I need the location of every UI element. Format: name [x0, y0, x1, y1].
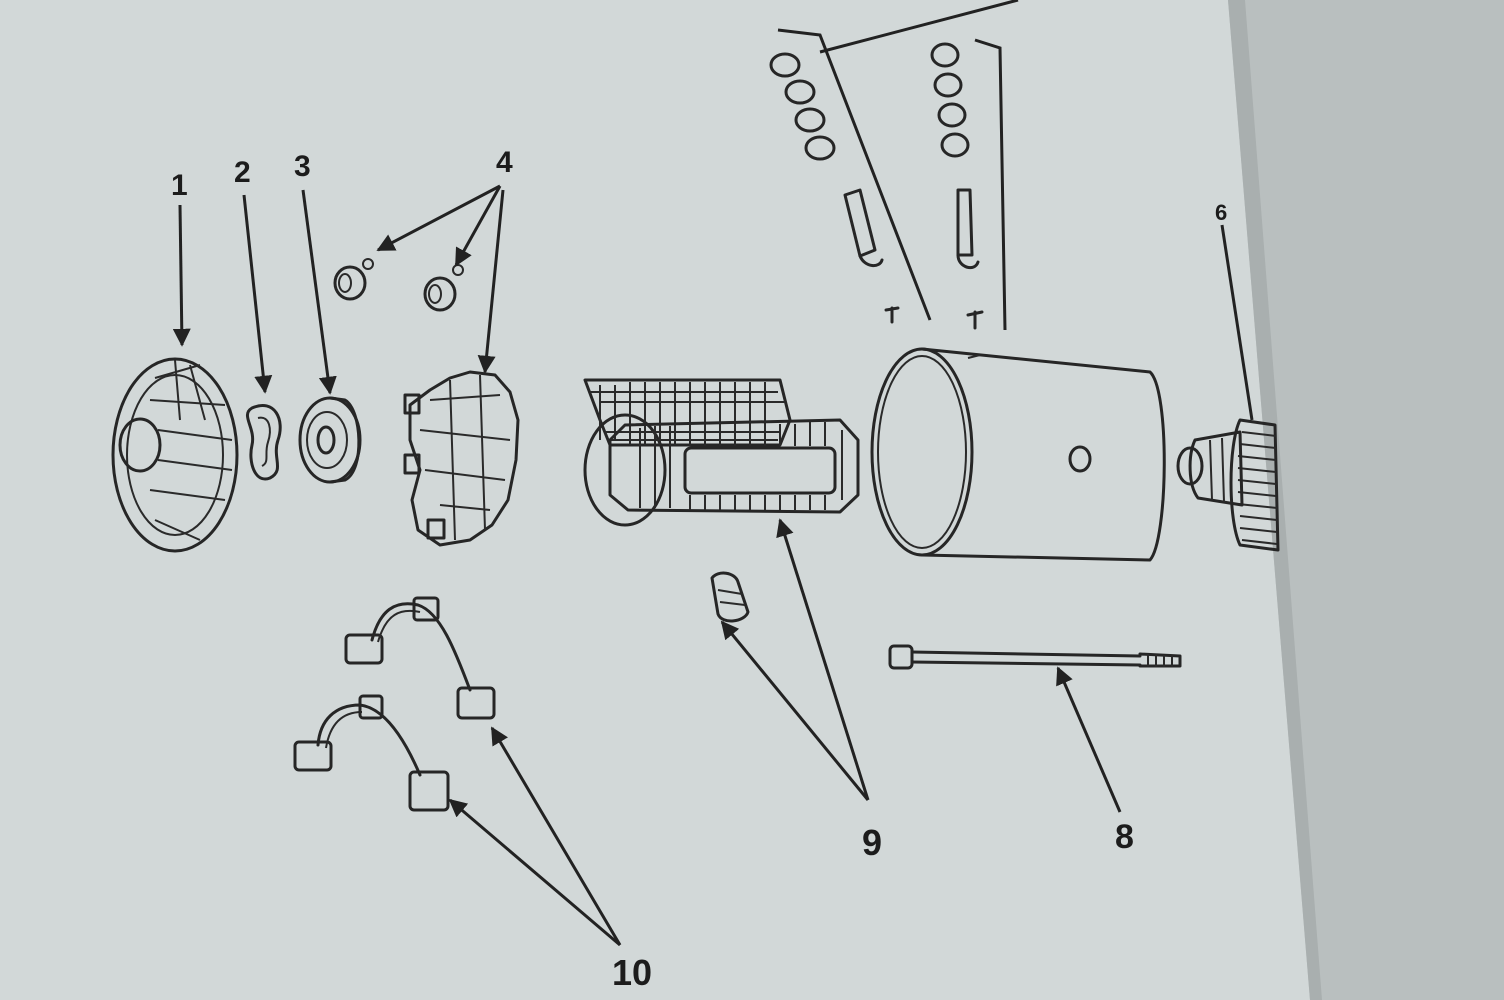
terminal-hardware-set-left	[769, 28, 932, 324]
motor-housing	[870, 347, 1166, 562]
brush-holder	[403, 370, 520, 547]
field-coils	[583, 378, 860, 527]
callout-8: 8	[1115, 818, 1134, 856]
leader-lines	[172, 0, 1254, 947]
ball-bearing	[298, 396, 362, 484]
seal-ring-inner	[257, 416, 271, 467]
through-bolt	[888, 644, 1182, 670]
callout-2: 2	[234, 156, 251, 189]
callout-10: 10	[612, 952, 652, 993]
terminal-hardware-set-right	[930, 38, 1007, 331]
brush-lead-upper	[344, 596, 496, 720]
seal-ring	[246, 404, 282, 481]
clip-small-2	[423, 264, 464, 312]
brush-lead-lower	[293, 694, 450, 812]
callout-4: 4	[496, 146, 513, 179]
clip-small-1	[333, 258, 374, 301]
callout-1: 1	[171, 169, 188, 202]
end-cap	[111, 357, 239, 553]
drive-gear	[1176, 418, 1280, 552]
terminal-insulator	[710, 571, 750, 623]
callout-9: 9	[862, 822, 882, 863]
page-edge-shadow	[1228, 0, 1322, 1000]
callout-3: 3	[294, 150, 311, 183]
callout-6: 6	[1215, 200, 1227, 225]
